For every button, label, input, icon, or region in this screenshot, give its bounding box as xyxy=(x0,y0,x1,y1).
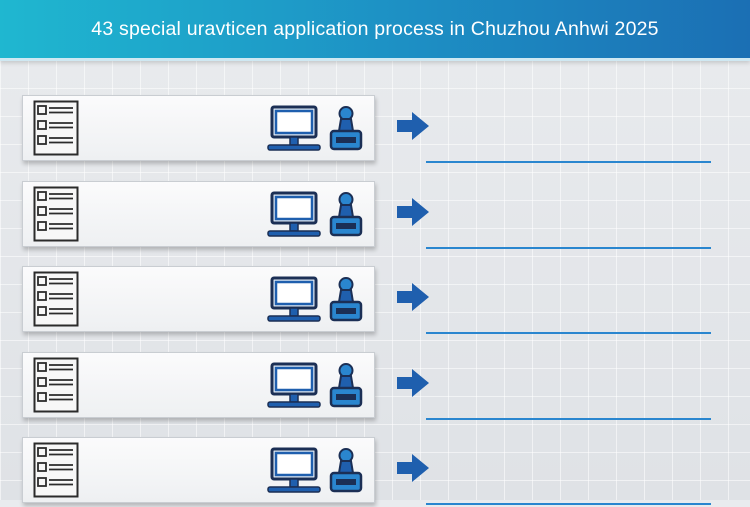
form-checklist-icon xyxy=(33,271,79,327)
process-step-3 xyxy=(0,266,750,336)
computer-icon xyxy=(267,276,321,322)
computer-icon xyxy=(267,105,321,151)
blank-answer-line xyxy=(426,503,711,505)
blank-answer-line xyxy=(426,417,711,420)
computer-icon xyxy=(267,191,321,237)
step-card xyxy=(22,437,375,503)
stamp-icon xyxy=(329,106,363,151)
process-step-4 xyxy=(0,351,750,422)
stamp-icon xyxy=(329,191,363,236)
blank-answer-line xyxy=(426,332,711,334)
step-card xyxy=(22,266,375,332)
step-card xyxy=(22,95,375,161)
page-title: 43 special uravticen application process… xyxy=(91,17,659,40)
process-step-1 xyxy=(0,95,750,165)
computer-icon xyxy=(267,362,321,408)
process-step-5 xyxy=(0,437,750,507)
stamp-icon xyxy=(329,277,363,322)
stamp-icon xyxy=(329,362,363,407)
form-checklist-icon xyxy=(33,186,79,241)
title-banner: 43 special uravticen application process… xyxy=(0,0,750,61)
stamp-icon xyxy=(329,448,363,493)
computer-icon xyxy=(267,447,321,493)
form-checklist-icon xyxy=(33,100,79,156)
form-checklist-icon xyxy=(33,357,79,412)
step-card xyxy=(22,180,375,247)
arrow-right-icon xyxy=(397,283,429,311)
arrow-right-icon xyxy=(397,454,429,482)
arrow-right-icon xyxy=(397,197,429,226)
arrow-right-icon xyxy=(397,112,429,140)
form-checklist-icon xyxy=(33,442,79,498)
step-card xyxy=(22,351,375,418)
arrow-right-icon xyxy=(397,368,429,397)
blank-answer-line xyxy=(426,246,711,249)
process-step-2 xyxy=(0,180,750,251)
blank-answer-line xyxy=(426,161,711,163)
